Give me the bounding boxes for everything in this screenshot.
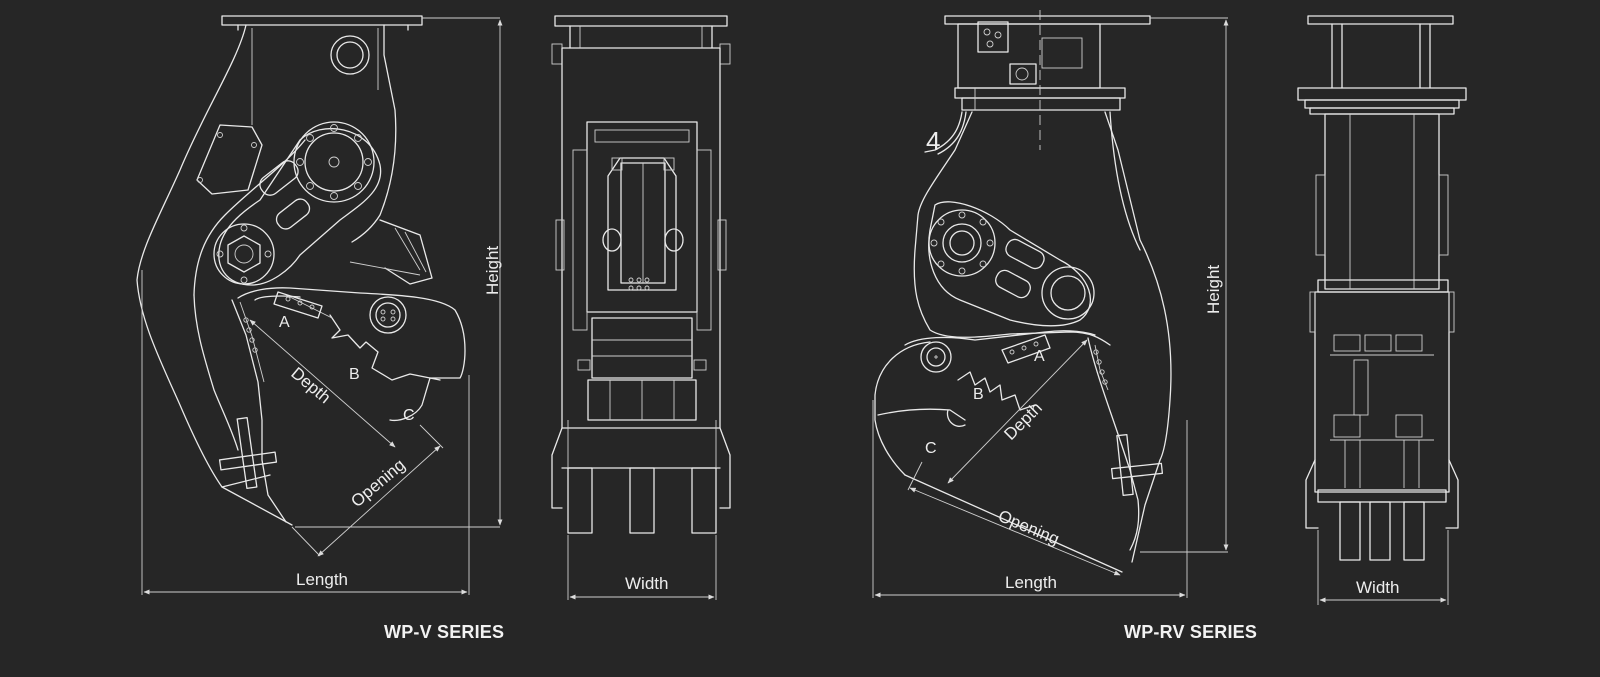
wp-rv-width-label: Width bbox=[1356, 578, 1399, 597]
wp-v-depth-label: Depth bbox=[287, 364, 334, 408]
wp-rv-point-a: A bbox=[1034, 348, 1045, 365]
wp-rv-height-dimension: Height bbox=[1140, 17, 1229, 553]
wp-rv-length-label: Length bbox=[1005, 573, 1057, 592]
wp-v-opening-dimension: Opening bbox=[291, 424, 444, 557]
wp-v-width-label: Width bbox=[625, 574, 668, 593]
wp-rv-series-title: WP-RV SERIES bbox=[1124, 622, 1258, 642]
wp-v-series-title: WP-V SERIES bbox=[384, 622, 505, 642]
wp-v-length-dimension: Length bbox=[141, 270, 470, 595]
wp-v-length-label: Length bbox=[296, 570, 348, 589]
wp-v-opening-label: Opening bbox=[347, 455, 408, 511]
wp-rv-height-label: Height bbox=[1204, 265, 1223, 314]
wp-rv-depth-dimension: Depth bbox=[947, 339, 1088, 484]
wp-rv-side-view: 4 bbox=[872, 10, 1229, 598]
wp-rv-width-dimension: Width bbox=[1317, 530, 1449, 605]
wp-rv-length-dimension: Length bbox=[872, 400, 1188, 598]
wp-rv-figure-number: 4 bbox=[926, 126, 940, 156]
wp-rv-opening-label: Opening bbox=[995, 506, 1062, 549]
wp-rv-point-b: B bbox=[973, 386, 984, 403]
wp-v-depth-dimension: Depth bbox=[249, 319, 396, 448]
wp-rv-opening-dimension: Opening bbox=[907, 461, 1121, 576]
wp-v-side-view: Height Length Depth Opening A B C bbox=[136, 15, 503, 595]
wp-rv-point-c: C bbox=[925, 440, 937, 457]
wp-v-point-b: B bbox=[349, 366, 360, 383]
wp-v-width-dimension: Width bbox=[567, 535, 717, 600]
pivot-bolt-circle bbox=[296, 124, 372, 200]
wp-v-point-c: C bbox=[403, 407, 415, 424]
wp-rv-front-view: Width bbox=[1297, 15, 1467, 605]
wp-v-height-label: Height bbox=[483, 246, 502, 295]
wp-v-front-view: Width bbox=[551, 15, 731, 600]
wp-v-height-dimension: Height bbox=[295, 17, 503, 528]
wp-v-point-a: A bbox=[279, 314, 290, 331]
